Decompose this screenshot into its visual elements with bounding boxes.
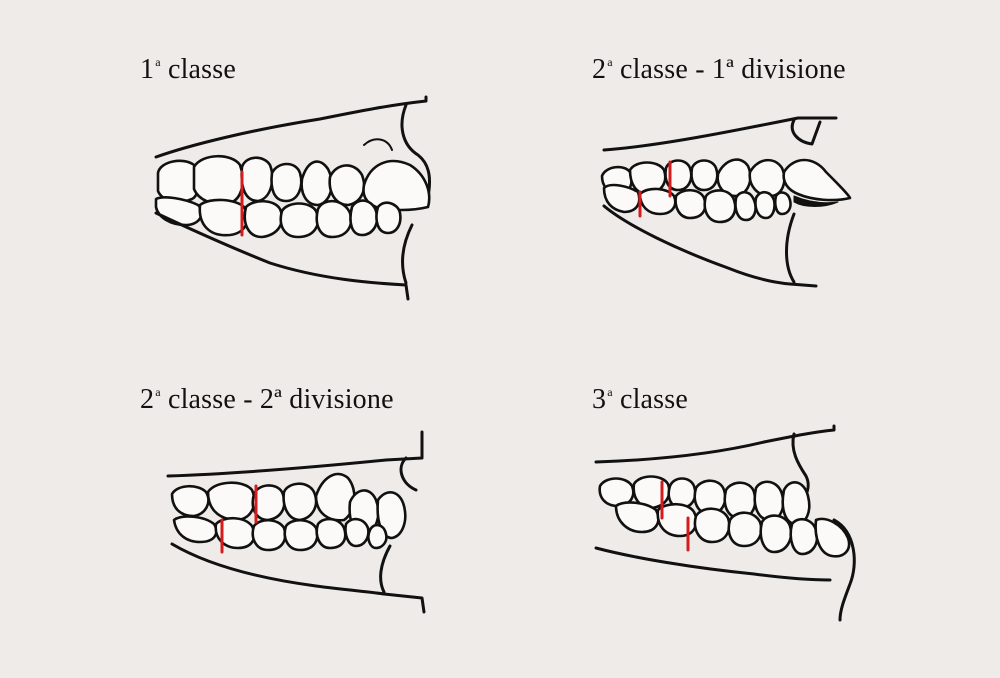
lower-jaw-outline xyxy=(602,204,818,288)
lower-lateral-incisor xyxy=(754,190,776,220)
chin-outline xyxy=(785,212,796,284)
lower-jaw-outline xyxy=(170,542,426,614)
upper-premolar-2 xyxy=(270,162,303,203)
panel-title-class-2-division-2: 2a classe - 2ª divisione xyxy=(140,384,394,416)
panel-title-class-1: 1a classe xyxy=(140,54,236,86)
lower-central-incisor xyxy=(773,191,792,216)
class-label: classe xyxy=(167,54,236,85)
lower-jaw-outline xyxy=(154,211,410,301)
ordinal-suffix: a xyxy=(607,55,613,69)
lower-premolar-1 xyxy=(693,507,731,544)
lower-lateral-incisor xyxy=(344,517,370,548)
ordinal-suffix: a xyxy=(155,385,161,399)
lower-molar-2 xyxy=(198,198,249,237)
lower-premolar-1 xyxy=(674,188,707,220)
upper-canine xyxy=(300,160,333,207)
upper-central-incisor xyxy=(362,159,431,212)
lower-lateral-incisor xyxy=(349,199,379,237)
teeth-diagram-class-3 xyxy=(594,424,856,622)
division-label: - 1ª divisione xyxy=(695,54,846,85)
upper-molar-2 xyxy=(632,475,671,510)
lower-premolar-2 xyxy=(283,518,319,552)
upper-jaw-outline xyxy=(166,430,424,478)
lower-premolar-1 xyxy=(251,518,287,552)
upper-jaw-outline xyxy=(594,424,836,464)
lower-jaw-outline xyxy=(594,546,832,582)
upper-molar-2 xyxy=(628,161,667,196)
lower-central-incisor xyxy=(375,201,402,235)
class-number: 1 xyxy=(140,54,155,85)
upper-molar-2 xyxy=(192,154,244,206)
overjet-gap xyxy=(793,195,839,207)
upper-lateral-incisor xyxy=(748,158,786,198)
chin-outline xyxy=(401,223,414,285)
upper-central-incisor xyxy=(782,158,852,202)
lower-central-incisor xyxy=(814,517,851,558)
class-number: 2 xyxy=(140,384,155,415)
lower-molar-2 xyxy=(656,502,698,538)
upper-premolar-1 xyxy=(664,159,693,192)
lower-molar-1 xyxy=(614,501,660,534)
class-number: 2 xyxy=(592,54,607,85)
upper-lip-outline xyxy=(400,103,432,205)
lower-premolar-1 xyxy=(243,199,284,239)
teeth-diagram-class-2-division-1 xyxy=(600,116,852,288)
ordinal-suffix: a xyxy=(607,385,613,399)
lower-molar-1 xyxy=(172,515,218,544)
upper-molar-1 xyxy=(598,477,635,508)
lower-canine xyxy=(315,199,353,239)
lower-canine xyxy=(315,517,347,550)
lower-molar-1 xyxy=(602,183,641,214)
upper-premolar-1 xyxy=(240,156,274,203)
upper-molar-2 xyxy=(206,481,256,522)
upper-canine xyxy=(723,481,757,520)
lower-molar-1 xyxy=(154,196,203,227)
panel-title-class-3: 3a classe xyxy=(592,384,688,416)
upper-central-incisor xyxy=(781,481,811,526)
upper-lip-outline xyxy=(399,456,418,492)
lower-central-incisor xyxy=(367,523,388,550)
lower-canine xyxy=(759,514,793,554)
upper-premolar-2 xyxy=(693,479,727,516)
teeth-diagram-class-1 xyxy=(154,95,432,301)
upper-jaw-outline xyxy=(154,95,428,159)
upper-premolar-2 xyxy=(282,482,318,522)
upper-lip-outline xyxy=(790,118,822,146)
ordinal-suffix: a xyxy=(155,55,161,69)
upper-premolar-1 xyxy=(667,477,697,510)
class-label: classe xyxy=(619,54,688,85)
class-label: classe xyxy=(167,384,236,415)
class-label: classe xyxy=(619,384,688,415)
upper-lateral-incisor xyxy=(328,164,366,207)
panel-title-class-2-division-1: 2a classe - 1ª divisione xyxy=(592,54,846,86)
upper-lateral-incisor xyxy=(753,480,785,522)
nose-fold xyxy=(363,138,393,151)
teeth-diagram-class-2-division-2 xyxy=(166,430,426,614)
lower-molar-2 xyxy=(638,187,677,216)
chin-outline xyxy=(379,544,392,594)
upper-molar-1 xyxy=(170,484,210,518)
lower-premolar-2 xyxy=(727,511,763,548)
upper-premolar-2 xyxy=(690,159,719,192)
lower-canine xyxy=(734,190,757,222)
lower-lateral-incisor xyxy=(789,517,819,556)
class-number: 3 xyxy=(592,384,607,415)
division-label: - 2ª divisione xyxy=(243,384,394,415)
lower-premolar-2 xyxy=(279,202,320,239)
chin-outline xyxy=(832,518,856,622)
upper-jaw-outline xyxy=(602,116,838,152)
lower-premolar-2 xyxy=(703,189,737,224)
